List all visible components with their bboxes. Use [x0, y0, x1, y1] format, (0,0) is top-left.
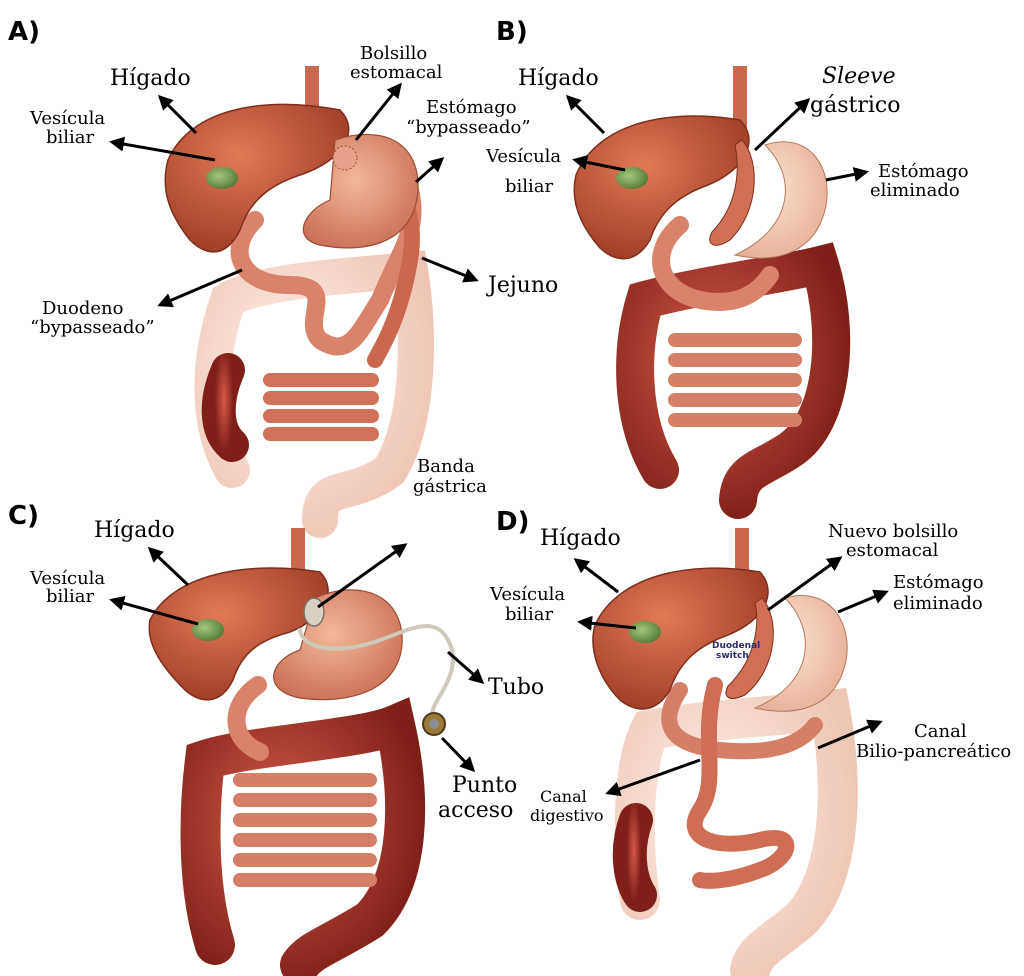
small-intestine: [240, 780, 370, 880]
arrow-higado: [568, 97, 604, 133]
label-estomago-2: “bypasseado”: [406, 117, 531, 138]
colon-red: [630, 820, 640, 895]
label-vesicula-1: Vesícula: [29, 108, 105, 129]
label-vesicula-2: biliar: [46, 127, 95, 148]
arrow-higado: [150, 549, 188, 585]
panel-a: A) Hígado Vesícula biliar Bolsillo estom…: [8, 17, 558, 520]
label-sleeve-1: Sleeve: [822, 64, 896, 89]
label-vesicula-2: biliar: [505, 604, 554, 625]
label-higado: Hígado: [540, 526, 621, 551]
label-estomago-2: eliminado: [893, 593, 983, 614]
label-nuevo-2: estomacal: [846, 540, 939, 561]
label-canal-digestivo-1: Canal: [540, 787, 587, 806]
label-estomago-1: Estómago: [878, 161, 969, 182]
label-vesicula-2: biliar: [46, 586, 95, 607]
label-sleeve-2: gástrico: [810, 93, 900, 118]
gastric-pouch: [333, 146, 357, 170]
label-tubo: Tubo: [488, 675, 544, 700]
label-vesicula-1: Vesícula: [489, 584, 565, 605]
arrow-punto: [442, 738, 473, 770]
label-higado: Hígado: [518, 66, 599, 91]
label-estomago-1: Estómago: [426, 97, 517, 118]
label-estomago-1: Estómago: [893, 572, 984, 593]
panel-d: D) Duodenal switch Hígado Vesícula bilia…: [489, 507, 1011, 970]
arrow-estomago: [416, 159, 442, 182]
gallbladder: [629, 621, 661, 643]
label-bolsillo-2: estomacal: [350, 62, 443, 83]
label-canal-bilio-2: Bilio-pancreático: [856, 741, 1011, 762]
arrow-jejuno: [422, 258, 476, 280]
arrow-estomago: [838, 592, 886, 612]
label-duodeno-2: “bypasseado”: [30, 317, 155, 338]
arrow-estomago: [826, 172, 866, 180]
small-intestine: [270, 380, 372, 434]
arrow-higado: [576, 560, 618, 592]
label-switch-2: switch: [716, 651, 749, 661]
label-switch-1: Duodenal: [712, 641, 760, 651]
label-punto-1: Punto: [452, 773, 517, 798]
label-jejuno: Jejuno: [486, 273, 558, 298]
label-bolsillo-1: Bolsillo: [360, 43, 427, 64]
panel-a-letter: A): [8, 17, 40, 47]
label-vesicula-2: biliar: [505, 176, 554, 197]
arrow-bolsillo: [356, 85, 400, 140]
label-estomago-2: eliminado: [870, 180, 960, 201]
gastric-band: [304, 598, 324, 626]
arrow-higado: [160, 97, 196, 133]
panel-c-letter: C): [8, 501, 39, 531]
access-port-center: [429, 719, 439, 729]
label-canal-digestivo-2: digestivo: [530, 806, 604, 825]
panel-b: B) Hígado Vesícula biliar Sleeve gástric…: [485, 17, 969, 500]
panel-b-letter: B): [496, 17, 528, 47]
panel-d-letter: D): [496, 507, 529, 537]
duodenum: [236, 685, 260, 752]
label-higado: Hígado: [110, 66, 191, 91]
label-canal-bilio-1: Canal: [914, 721, 967, 742]
gallbladder: [206, 167, 238, 189]
panel-c: C) Hígado Vesícula biliar Tubo Punto acc…: [8, 501, 544, 965]
label-banda-2: gástrica: [413, 476, 487, 497]
small-intestine: [675, 340, 795, 420]
label-nuevo-1: Nuevo bolsillo: [828, 521, 958, 542]
label-punto-2: acceso: [438, 798, 513, 823]
label-vesicula-1: Vesícula: [485, 146, 561, 167]
label-banda-1: Banda: [417, 456, 475, 477]
label-higado: Hígado: [94, 518, 175, 543]
label-duodeno-1: Duodeno: [42, 298, 123, 319]
colon-red: [219, 370, 232, 445]
